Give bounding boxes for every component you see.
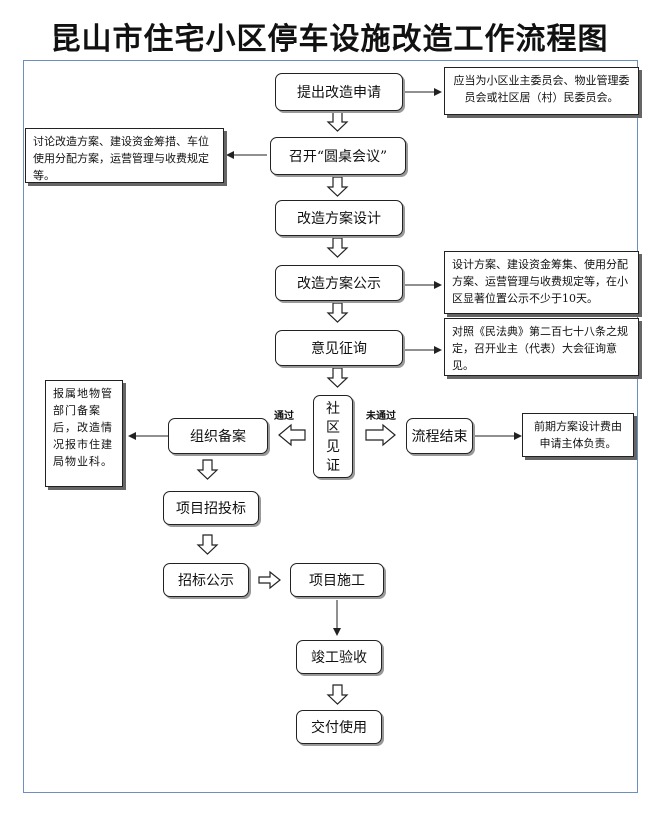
node-design: 改造方案设计 (275, 200, 403, 236)
page-title: 昆山市住宅小区停车设施改造工作流程图 (50, 22, 609, 57)
note-consult: 对照《民法典》第二百七十八条之规定，召开业主（代表）大会征询意见。 (444, 318, 639, 376)
note-publicize: 设计方案、建设资金筹集、使用分配方案、运营管理与收费规定等，在小区显著位置公示不… (444, 251, 639, 314)
note-end: 前期方案设计费由申请主体负责。 (522, 413, 634, 457)
node-apply: 提出改造申请 (275, 73, 403, 111)
arrowhead (128, 432, 136, 440)
note-roundtable: 讨论改造方案、建设资金筹措、车位使用分配方案，运营管理与收费规定等。 (25, 128, 224, 183)
down-arrow (326, 111, 349, 132)
note-record: 报属地物管部门备案后，改造情况报市住建局物业科。 (45, 380, 123, 487)
down-arrow (196, 459, 219, 480)
node-delivery: 交付使用 (296, 710, 382, 744)
note-apply: 应当为小区业主委员会、物业管理委员会或社区居（村）民委员会。 (444, 67, 639, 115)
node-end: 流程结束 (406, 418, 473, 454)
down-arrow (326, 237, 349, 258)
arrowhead (434, 346, 442, 354)
down-arrow (326, 684, 349, 705)
node-roundtable: 召开“圆桌会议” (270, 137, 406, 175)
node-acceptance: 竣工验收 (296, 640, 382, 674)
down-arrow (196, 534, 219, 555)
node-bid-publicize: 招标公示 (163, 563, 249, 597)
node-review: 社区见证 (313, 395, 353, 478)
right-arrow-construction (258, 570, 281, 590)
down-arrow (326, 176, 349, 197)
down-arrow (326, 302, 349, 323)
node-publicize: 改造方案公示 (275, 265, 403, 301)
diagram-frame (23, 60, 638, 793)
node-record: 组织备案 (168, 418, 268, 454)
label-pass: 通过 (274, 411, 294, 422)
left-arrow-pass (278, 423, 306, 447)
node-bidding: 项目招投标 (163, 491, 259, 525)
arrowhead (434, 281, 442, 289)
right-arrow-fail (365, 423, 396, 447)
arrowhead (514, 432, 522, 440)
node-construction: 项目施工 (290, 563, 384, 597)
arrowhead (226, 151, 234, 159)
arrowhead (333, 628, 341, 636)
down-arrow (326, 367, 349, 388)
label-fail: 未通过 (366, 411, 396, 422)
node-consult: 意见征询 (275, 330, 403, 366)
arrowhead (434, 88, 442, 96)
